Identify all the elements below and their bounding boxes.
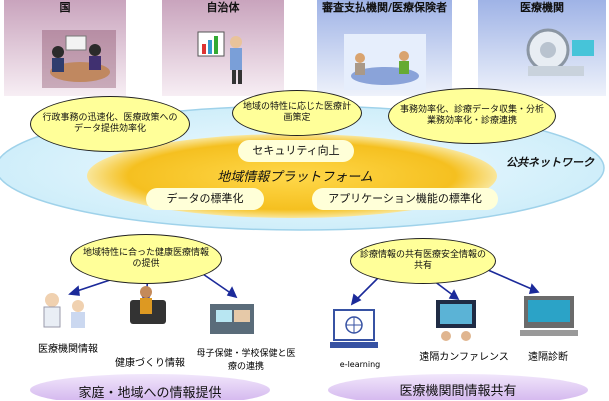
- remote-diagnosis-illustration: [520, 296, 578, 336]
- header-title: 自治体: [206, 1, 240, 14]
- label-e-learning: e-learning: [339, 360, 381, 369]
- right-arrows: [350, 269, 540, 306]
- bubble-text: 地域の特性に応じた医療計画策定: [242, 102, 351, 123]
- bubble-text: 行政事務の迅速化、医療政策へのデータ提供効率化: [42, 113, 178, 134]
- header-shinsa: 審査支払機関/医療保険者: [317, 0, 452, 92]
- label-health-promotion-info: 健康づくり情報: [115, 358, 185, 369]
- medical-device-illustration: [526, 28, 594, 76]
- header-title: 医療機関: [520, 1, 564, 14]
- security-pill: セキュリティ向上: [238, 140, 354, 162]
- header-title: 審査支払機関/医療保険者: [321, 1, 448, 14]
- conference-illustration: [436, 300, 476, 341]
- footer-left-label: 家庭・地域への情報提供: [78, 386, 222, 401]
- header-kuni: 国: [4, 0, 126, 92]
- doctor-illustration: [43, 293, 85, 328]
- thought-bubble-medical-share: 診療情報の共有医療安全情報の共有: [350, 238, 496, 284]
- label-remote-conference: 遠隔カンファレンス: [419, 352, 509, 363]
- thought-bubble-jichitai: 地域の特性に応じた医療計画策定: [232, 90, 362, 136]
- thought-bubble-iryo: 事務効率化、診療データ収集・分析業務効率化・診療連携: [388, 88, 556, 144]
- school-health-illustration: [210, 304, 254, 334]
- footer-left-ellipse: [30, 374, 270, 400]
- bubble-text: 事務効率化、診療データ収集・分析業務効率化・診療連携: [399, 105, 544, 126]
- office-illustration: [344, 34, 426, 90]
- app-standardization-pill: アプリケーション機能の標準化: [312, 188, 498, 210]
- platform-title: 地域情報プラットフォーム: [217, 170, 373, 185]
- label-maternal-school-health: 母子保健・学校保健と医療の連携: [196, 349, 296, 372]
- header-jichitai: 自治体: [162, 0, 284, 92]
- header-iryo: 医療機関: [478, 0, 606, 92]
- data-standardization-pill: データの標準化: [146, 188, 264, 210]
- label-remote-diagnosis: 遠隔診断: [528, 352, 568, 363]
- label-medical-institution-info: 医療機関情報: [38, 344, 98, 355]
- thought-bubble-kuni: 行政事務の迅速化、医療政策へのデータ提供効率化: [30, 96, 190, 152]
- bubble-text: 地域特性に合った健康医療情報の提供: [82, 248, 209, 269]
- footer-right-label: 医療機関間情報共有: [399, 384, 517, 399]
- thought-bubble-health-info: 地域特性に合った健康医療情報の提供: [70, 234, 222, 284]
- bubble-text: 診療情報の共有医療安全情報の共有: [360, 250, 487, 271]
- meeting-illustration: [42, 30, 116, 88]
- footer-right-ellipse: [328, 374, 588, 400]
- presenter-illustration: [197, 31, 242, 84]
- computer-illustration: [330, 309, 378, 348]
- fitness-illustration: [130, 286, 166, 324]
- public-network-label: 公共ネットワーク: [506, 156, 594, 169]
- header-title: 国: [59, 1, 71, 14]
